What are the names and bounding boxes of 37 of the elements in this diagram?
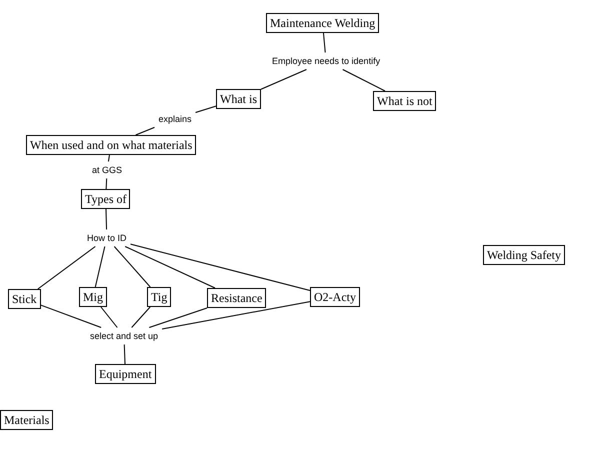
concept-box: When used and on what materials [26,135,196,155]
concept-box: Mig [79,287,108,307]
connector-line [322,32,326,53]
connector-line [135,126,155,136]
connector-line [342,69,386,92]
concept-box: Materials [0,410,54,430]
connector-line [106,208,108,230]
concept-box: Maintenance Welding [266,13,380,33]
connector-line [100,306,118,328]
connector-line [124,344,126,364]
connector-line [148,308,208,328]
concept-box: Equipment [95,364,156,384]
connector-line [162,301,310,330]
concept-box: What is [216,89,261,109]
concept-box: Welding Safety [483,245,566,265]
linking-phrase: select and set up [89,330,160,342]
connector-line [124,246,216,288]
concept-box: O2-Acty [310,287,360,307]
linking-phrase: explains [158,114,193,124]
connector-line [131,306,151,328]
connector-line [94,246,106,288]
connector-line [106,178,108,190]
linking-phrase: How to ID [86,232,128,244]
concept-box: Tig [147,287,172,307]
connector-line [108,154,110,162]
connector-line [114,246,151,288]
concept-box: What is not [373,91,436,111]
connector-line [40,304,102,328]
linking-phrase: Employee needs to identify [271,56,382,66]
connector-line [260,69,307,90]
concept-box: Stick [8,289,41,309]
linking-phrase: at GGS [91,164,124,176]
concept-box: Resistance [207,288,266,308]
concept-box: Types of [81,189,130,209]
connector-line [37,246,96,290]
connector-line [195,106,216,114]
connector-line [130,244,310,292]
